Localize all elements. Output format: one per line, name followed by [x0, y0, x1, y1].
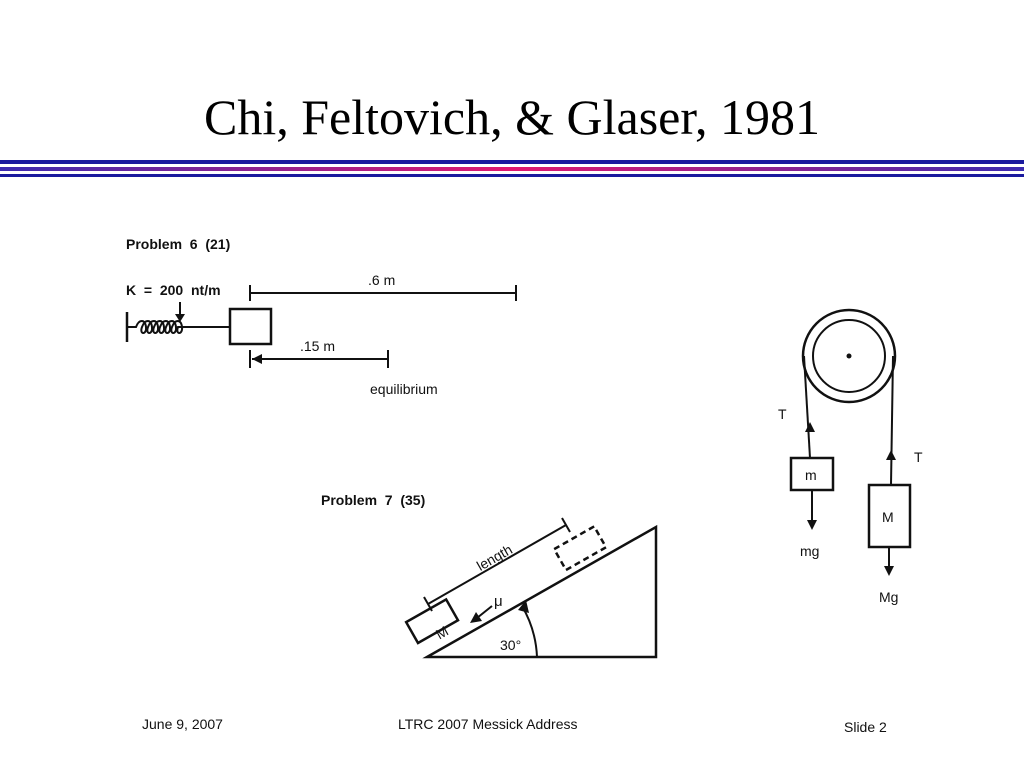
rule-line-bottom [0, 174, 1024, 177]
pulley-inner [812, 319, 886, 393]
right-tension-label: T [914, 449, 923, 465]
friction-arrowhead [470, 612, 482, 623]
problem7-diagram: Problem 7 (35) M length μ 30° [321, 492, 658, 659]
large-weight-arrowhead [884, 566, 894, 576]
angle-arc-arrowhead [518, 600, 529, 613]
large-weight-label: Mg [879, 589, 898, 605]
right-rope [890, 355, 894, 486]
spring-block [228, 307, 273, 346]
rule-line-middle [0, 167, 1024, 171]
rule-line-top [0, 160, 1024, 164]
incline [422, 524, 658, 659]
displacement-label: .15 m [300, 338, 335, 354]
incline-length-right-tick [561, 517, 571, 533]
angle-arc [521, 605, 538, 658]
spring [128, 320, 230, 334]
friction-arrow [476, 605, 493, 619]
title-rule [0, 160, 1024, 177]
large-mass-label: M [882, 509, 894, 525]
spring-constant-label: K = 200 nt/m [126, 282, 221, 298]
small-weight-arrowhead [807, 520, 817, 530]
left-tension-arrowhead [805, 422, 815, 432]
small-weight-label: mg [800, 543, 819, 559]
slide-title: Chi, Feltovich, & Glaser, 1981 [204, 89, 820, 145]
dashed-block-position [552, 524, 608, 572]
incline-length-left-tick [423, 596, 433, 612]
left-rope [803, 355, 811, 459]
footer-date: June 9, 2007 [142, 716, 223, 732]
displacement-arrowhead [252, 354, 262, 364]
equilibrium-label: equilibrium [370, 381, 438, 397]
angle-label: 30° [500, 637, 521, 653]
pulley-axle [846, 353, 852, 359]
problem6-diagram: Problem 6 (21) K = 200 nt/m .6 m .15 m e… [125, 236, 517, 397]
problem6-heading: Problem 6 (21) [126, 236, 230, 252]
friction-label: μ [494, 593, 503, 610]
incline-length-line [427, 524, 567, 605]
left-tension-label: T [778, 406, 787, 422]
pulley-outer [801, 308, 897, 404]
small-mass-label: m [805, 467, 817, 483]
problem7-heading: Problem 7 (35) [321, 492, 425, 508]
pulley-diagram: T m mg T M Mg [778, 308, 923, 605]
incline-length-label: length [474, 541, 515, 574]
length-label: .6 m [368, 272, 395, 288]
footer-slide-number: Slide 2 [844, 719, 887, 735]
incline-block [404, 597, 460, 645]
spring-pointer-arrowhead [175, 314, 185, 322]
footer-center-text: LTRC 2007 Messick Address [398, 716, 578, 732]
right-tension-arrowhead [886, 450, 896, 460]
